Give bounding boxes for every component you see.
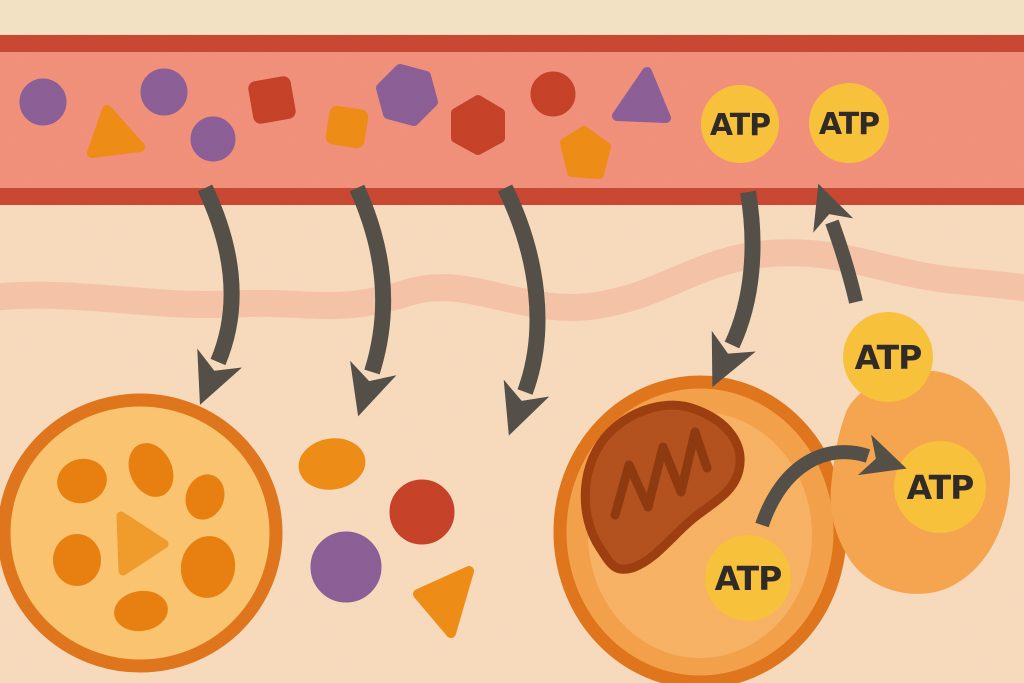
paper-grain-texture — [0, 0, 1024, 683]
illustration-stage: ATP ATP ATP — [0, 0, 1024, 683]
nutrient-atp-diagram: ATP ATP ATP — [0, 0, 1024, 683]
